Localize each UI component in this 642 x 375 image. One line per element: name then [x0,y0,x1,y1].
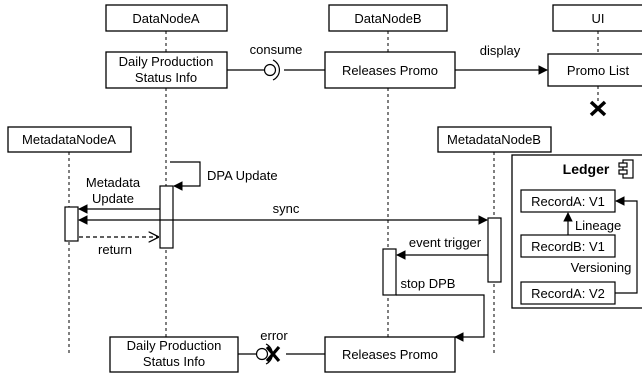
display-label: display [480,43,521,58]
lifeline-ui-label: UI [592,11,605,26]
error-label: error [260,328,288,343]
versioning-arrow: Versioning [571,196,638,294]
lifeline-metadatanodea: MetadataNodeA [7,126,132,355]
stop-dpb-message: stop DPB [396,276,485,342]
activation-datanodea [159,185,174,249]
promo-list-box: Promo List [547,53,642,87]
lifeline-ui: UI [552,4,642,117]
event-trigger-message: event trigger [396,235,488,260]
ledger-component: Ledger RecordA: V1 RecordB: V1 RecordA: … [511,154,642,309]
display-message: display [455,43,548,75]
record-a-v1-label: RecordA: V1 [531,194,605,209]
lifeline-datanodea-label: DataNodeA [132,11,200,26]
activation-metadatanodea [64,206,79,242]
record-a-v2: RecordA: V2 [520,281,616,305]
record-a-v2-label: RecordA: V2 [531,286,605,301]
daily-production-bottom-line2: Status Info [143,354,205,369]
lifeline-metadatanodeb-label: MetadataNodeB [447,132,541,147]
lifeline-metadatanodeb: MetadataNodeB [437,126,552,355]
error-connector: error [238,328,325,365]
destroy-icon [589,100,607,117]
lifeline-datanodea: DataNodeA [105,4,228,372]
metadata-update-line2: Update [92,191,134,206]
ledger-title: Ledger [563,161,610,177]
return-message: return [79,237,158,257]
lifeline-datanodeb-label: DataNodeB [354,11,421,26]
record-b-v1-label: RecordB: V1 [531,239,605,254]
stop-dpb-label: stop DPB [401,276,456,291]
releases-promo-bottom-box: Releases Promo [324,336,456,373]
metadata-update-message: Metadata Update [78,175,160,214]
daily-production-top-line1: Daily Production [119,54,214,69]
consume-connector: consume [227,42,325,81]
sync-message: sync [78,201,488,225]
component-icon [618,159,634,179]
consume-label: consume [250,42,303,57]
metadata-update-line1: Metadata [86,175,141,190]
dpa-update-message: DPA Update [170,161,278,191]
return-label: return [98,242,132,257]
releases-promo-top-label: Releases Promo [342,63,438,78]
activation-datanodeb [382,248,397,296]
releases-promo-bottom-label: Releases Promo [342,347,438,362]
daily-production-bottom-line1: Daily Production [127,338,222,353]
sync-label: sync [273,201,300,216]
activation-metadatanodeb [487,217,502,283]
releases-promo-top-box: Releases Promo [324,51,456,89]
lifeline-metadatanodea-label: MetadataNodeA [22,132,116,147]
daily-production-top-box: Daily Production Status Info [105,51,228,89]
event-trigger-label: event trigger [409,235,482,250]
dpa-update-label: DPA Update [207,168,278,183]
lineage-arrow: Lineage [563,212,621,235]
promo-list-label: Promo List [567,63,630,78]
error-x-icon [265,345,281,363]
daily-production-bottom-box: Daily Production Status Info [109,336,239,373]
record-a-v1: RecordA: V1 [520,189,616,213]
lineage-label: Lineage [575,218,621,233]
lifeline-datanodeb: DataNodeB [328,4,448,337]
versioning-label: Versioning [571,260,632,275]
daily-production-top-line2: Status Info [135,70,197,85]
record-b-v1: RecordB: V1 [520,234,616,258]
